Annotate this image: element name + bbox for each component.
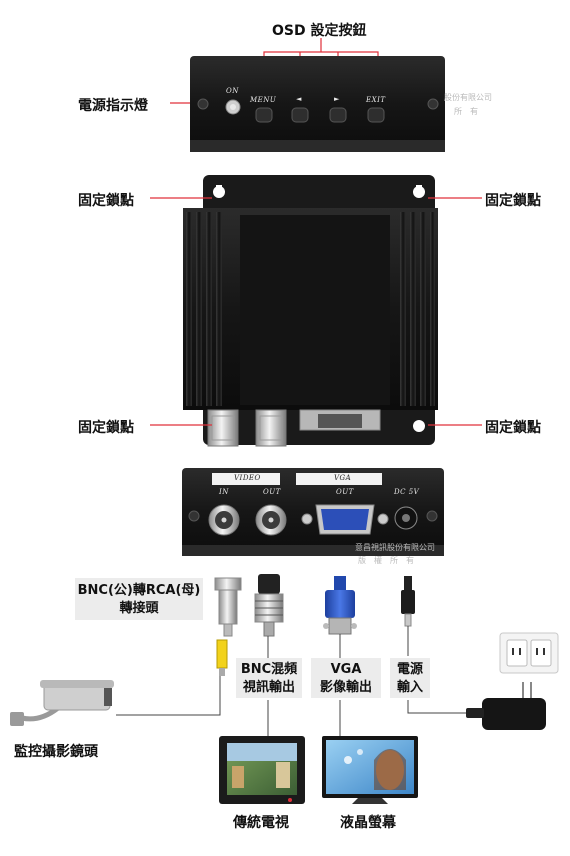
out-label: OUT xyxy=(263,488,281,496)
connection-lines xyxy=(116,626,480,738)
adapter-connector-icon xyxy=(214,577,242,676)
front-panel xyxy=(190,56,445,152)
mount-label-tr: 固定鎖點 xyxy=(485,193,541,209)
lcd-monitor-icon xyxy=(322,736,418,804)
bnc-cable-connector-icon xyxy=(254,574,284,637)
right-button-icon xyxy=(329,107,347,123)
menu-label: MENU xyxy=(250,96,277,104)
bnc-output-label-line2: 視訊輸出 xyxy=(242,680,295,695)
crt-tv-icon xyxy=(219,736,305,804)
wall-outlet-icon xyxy=(499,632,559,674)
vga-port-icon xyxy=(301,504,389,535)
watermark-bottom-1: 意昌視訊股份有限公司 xyxy=(355,543,435,552)
vga-output-label-line2: 影像輸出 xyxy=(319,680,372,695)
watermark-bottom-2: 版 權 所 有 xyxy=(358,556,414,565)
adapter-label-line1: BNC(公)轉RCA(母) xyxy=(77,583,201,598)
mount-label-br: 固定鎖點 xyxy=(485,420,541,436)
right-arrow-label: ► xyxy=(334,95,340,103)
lcd-label: 液晶螢幕 xyxy=(340,815,396,831)
in-label: IN xyxy=(219,488,229,496)
bnc-output-label-line1: BNC混頻 xyxy=(240,662,298,677)
adapter-label-box xyxy=(75,578,203,620)
mount-callout-lines xyxy=(150,197,482,426)
vga-output-label-box xyxy=(311,658,381,698)
adapter-label-line2: 轉接頭 xyxy=(119,601,159,616)
osd-label: OSD 設定按鈕 xyxy=(272,23,367,39)
power-input-label-line1: 電源 xyxy=(396,662,423,677)
dc-label: DC 5V xyxy=(394,488,420,496)
vga-label: VGA xyxy=(334,474,352,482)
power-input-label-box xyxy=(390,658,430,698)
exit-label: EXIT xyxy=(366,96,386,104)
watermark-top-1: 股份有限公司 xyxy=(444,93,492,102)
bnc-output-label-box xyxy=(236,658,302,698)
watermark-top-2: 所 有 xyxy=(454,107,478,116)
dc-plug-icon xyxy=(401,576,415,627)
exit-button-icon xyxy=(367,107,385,123)
menu-button-icon xyxy=(255,107,273,123)
back-panel xyxy=(182,468,444,556)
left-button-icon xyxy=(291,107,309,123)
top-view-body xyxy=(183,175,438,447)
mount-hole-br-icon xyxy=(413,420,425,432)
video-label: VIDEO xyxy=(234,474,261,482)
camera-label: 監控攝影鏡頭 xyxy=(14,744,98,760)
vga-cable-connector-icon xyxy=(323,576,357,635)
vga-out-label: OUT xyxy=(336,488,354,496)
power-input-label-line2: 輸入 xyxy=(396,680,423,695)
mount-label-tl: 固定鎖點 xyxy=(78,193,134,209)
on-label: ON xyxy=(226,87,239,95)
heat-ribs xyxy=(186,212,435,406)
left-arrow-label: ◄ xyxy=(296,95,302,103)
camera-icon xyxy=(10,680,114,726)
tv-label: 傳統電視 xyxy=(233,815,289,831)
mount-label-bl: 固定鎖點 xyxy=(78,420,134,436)
power-adapter-icon xyxy=(466,682,546,730)
vga-output-label-line1: VGA xyxy=(330,662,362,677)
power-led-label: 電源指示燈 xyxy=(78,98,148,114)
